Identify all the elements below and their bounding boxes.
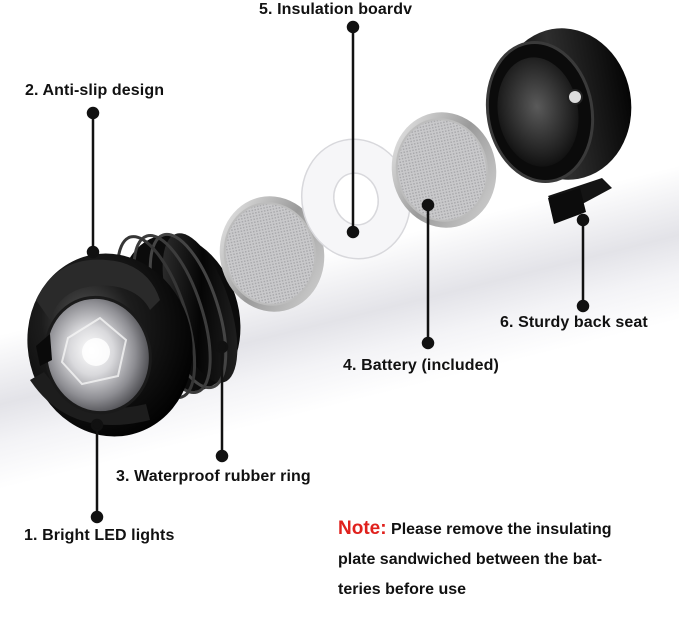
- note-text-3: teries before use: [338, 581, 467, 598]
- label-led-lights: 1. Bright LED lights: [24, 527, 175, 544]
- insulation-board: [300, 138, 412, 260]
- usage-note: Note: Please remove the insulating plate…: [338, 514, 673, 605]
- leader-dot-insulation-bottom: [346, 225, 360, 239]
- label-rubber-ring: 3. Waterproof rubber ring: [116, 468, 311, 485]
- label-anti-slip-design: 2. Anti-slip design: [25, 82, 165, 99]
- label-sturdy-back-seat: 6. Sturdy back seat: [500, 314, 648, 331]
- leader-dot-back-seat-top: [576, 213, 590, 227]
- leader-dot-back-seat-bottom: [576, 299, 590, 313]
- battery-cell-right: [391, 112, 497, 228]
- label-insulation-board: 5. Insulation boardv: [259, 1, 413, 18]
- leader-dot-rubber-ring-top: [215, 340, 229, 354]
- leader-dot-anti-slip-bottom: [86, 245, 100, 259]
- note-line-1: Note: Please remove the insulating: [338, 514, 673, 545]
- note-heading: Note:: [338, 518, 387, 539]
- battery-cell-left: [219, 196, 325, 312]
- back-seat-cup: [485, 28, 632, 224]
- leader-dot-battery-bottom: [421, 336, 435, 350]
- note-text-1: Please remove the insulating: [391, 521, 612, 538]
- leader-dot-anti-slip-top: [86, 106, 100, 120]
- leader-dot-led-bottom: [90, 510, 104, 524]
- leader-dot-insulation-top: [346, 20, 360, 34]
- note-text-2: plate sandwiched between the bat-: [338, 551, 603, 568]
- leader-dot-led-top: [90, 418, 104, 432]
- leader-lines: [86, 20, 590, 524]
- led-lens: [36, 295, 152, 415]
- leader-dot-rubber-ring-bottom: [215, 449, 229, 463]
- leader-dot-battery-top: [421, 198, 435, 212]
- label-battery: 4. Battery (included): [343, 357, 499, 374]
